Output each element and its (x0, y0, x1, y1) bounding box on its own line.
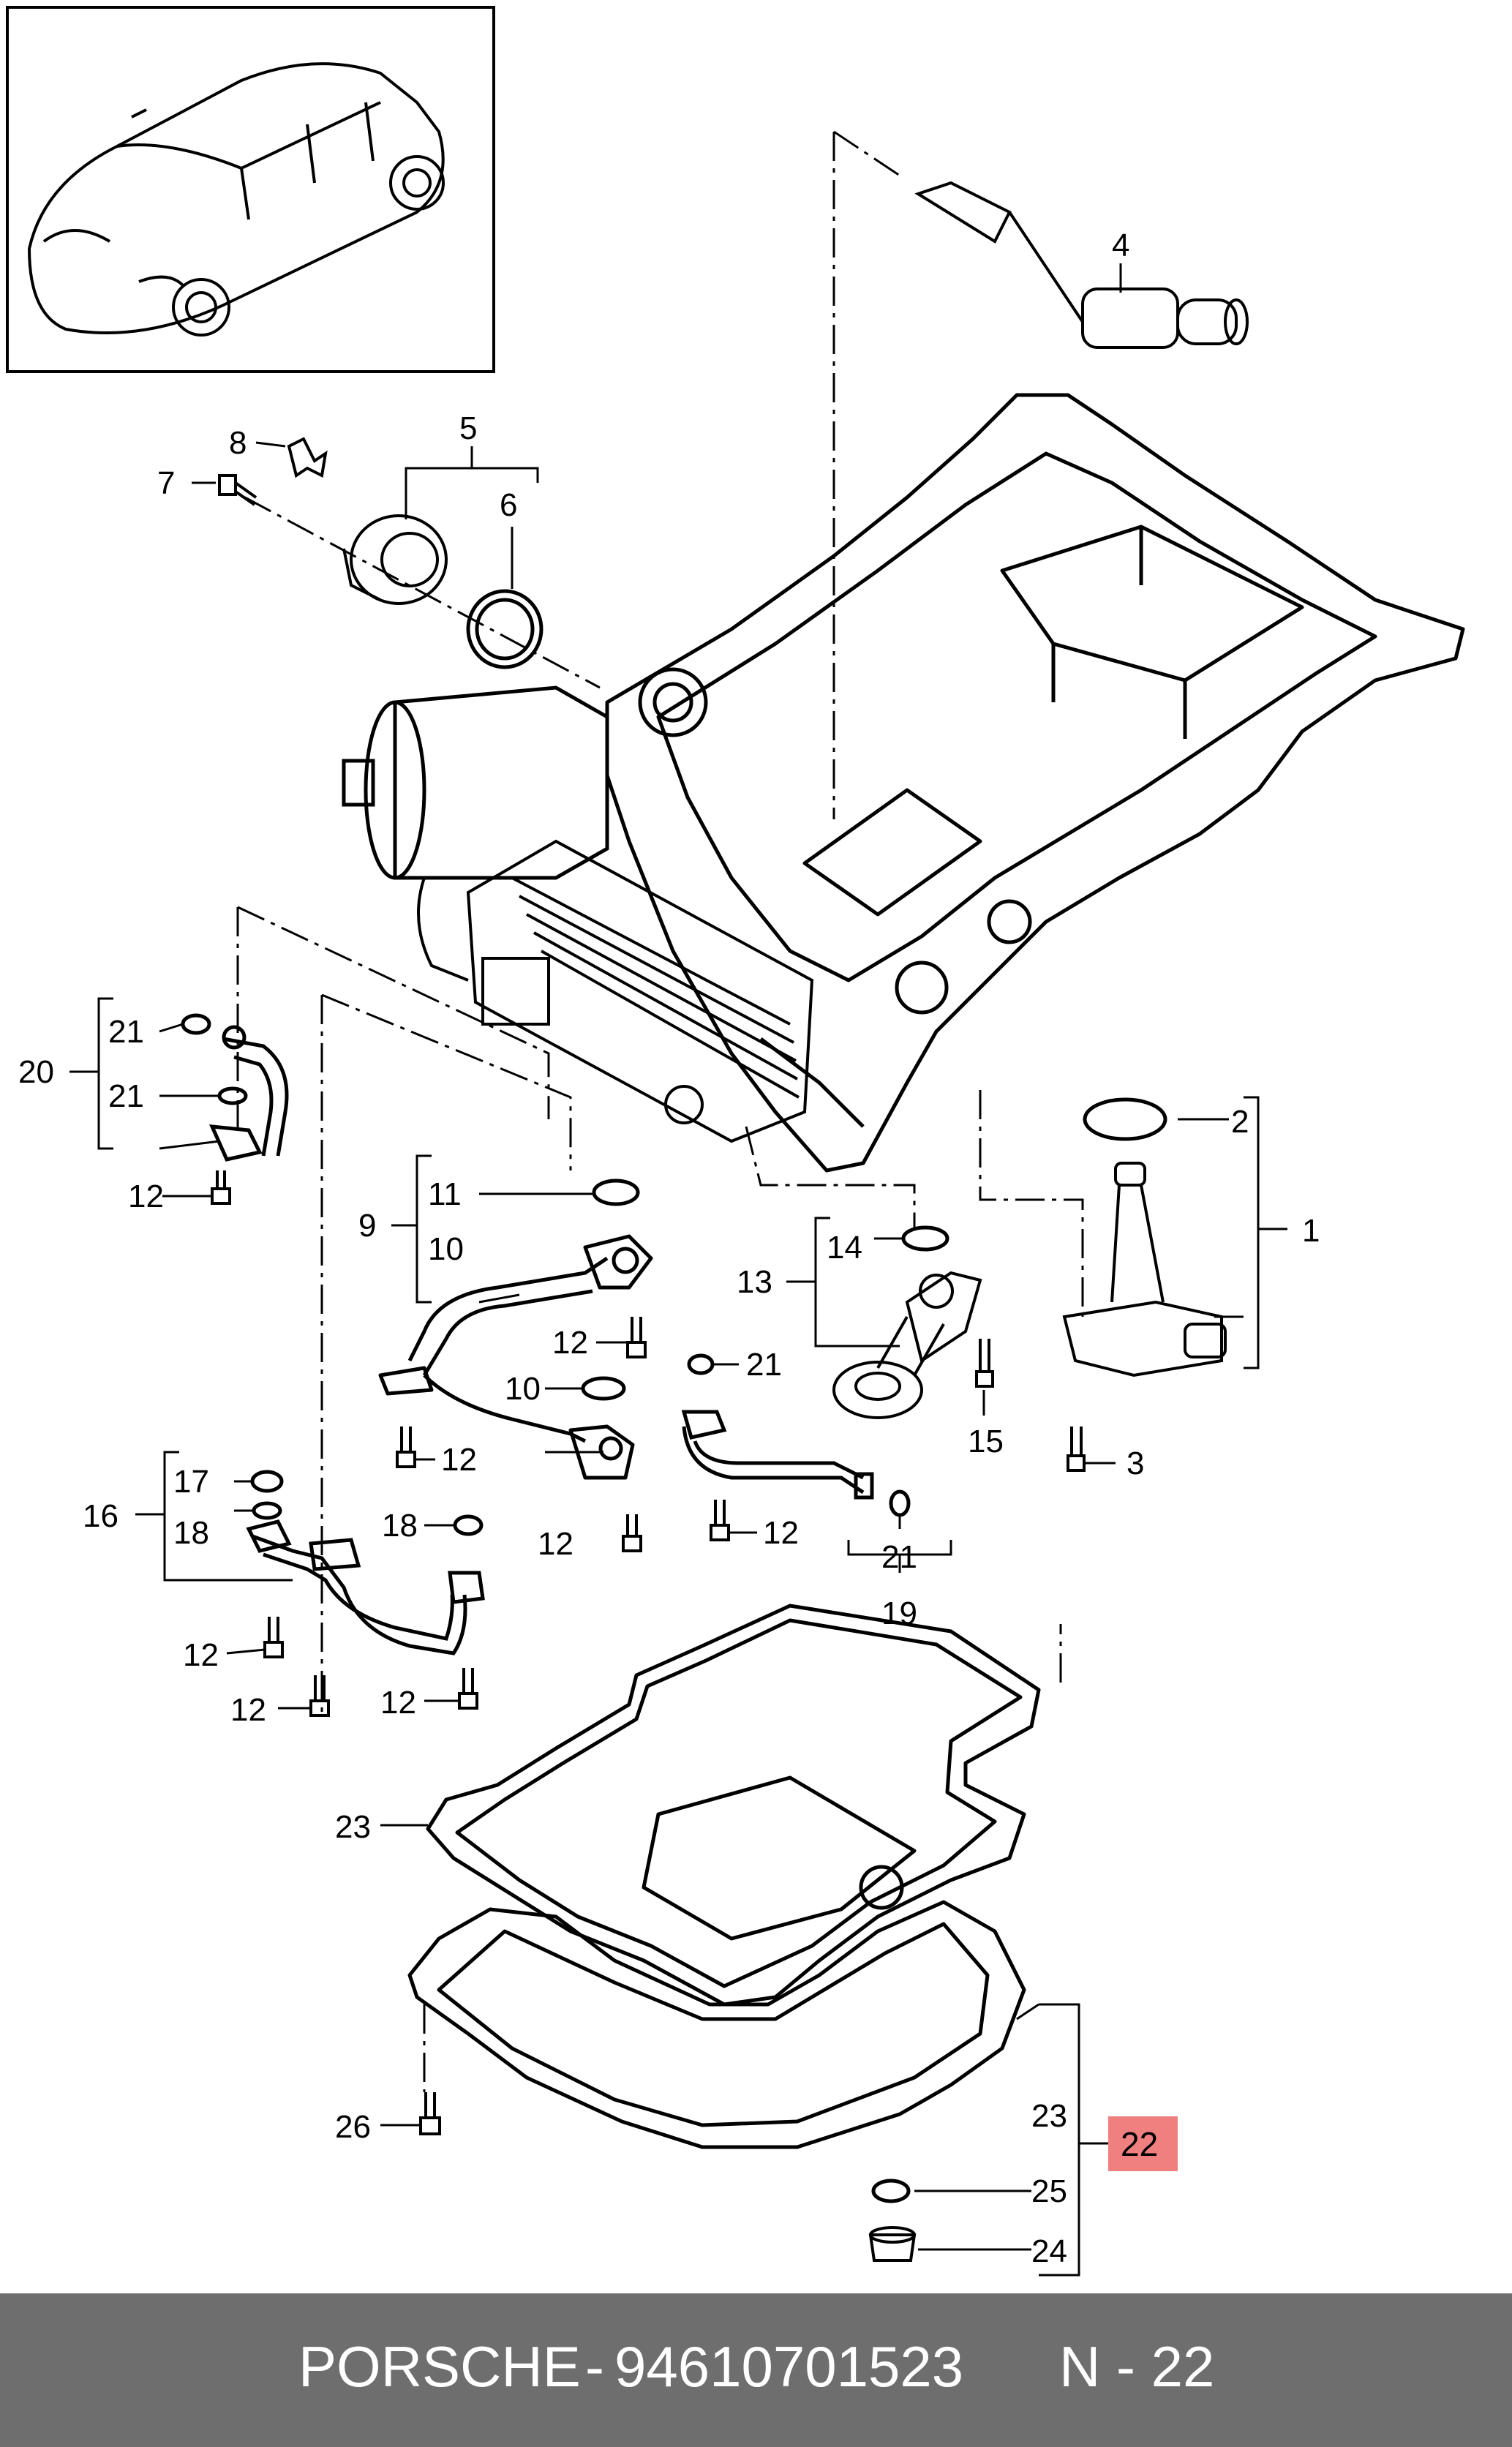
callout-4: 4 (1112, 228, 1129, 263)
part-25-seal (871, 2179, 911, 2203)
part-24-drain-plug (868, 2226, 917, 2262)
callout-9: 9 (358, 1208, 376, 1244)
part-21-o-ring-b (217, 1086, 248, 1105)
callout-21-c: 21 (746, 1347, 782, 1383)
part-18-o-ring-a (252, 1501, 282, 1520)
part-21-o-ring-c (687, 1353, 715, 1375)
callout-26: 26 (335, 2109, 371, 2145)
callout-12-c: 12 (441, 1442, 477, 1478)
callout-10-b: 10 (505, 1371, 541, 1407)
part-23-gasket (426, 1604, 1041, 2007)
callout-8: 8 (229, 425, 247, 461)
callout-21-a: 21 (108, 1014, 144, 1050)
callout-10-a: 10 (428, 1231, 464, 1267)
callout-5: 5 (459, 410, 477, 446)
caption-separator: - (585, 2334, 604, 2399)
part-21-o-ring-a (181, 1013, 211, 1035)
callout-11: 11 (428, 1176, 462, 1212)
part-number: 94610701523 (614, 2334, 964, 2399)
part-11-o-ring (592, 1179, 640, 1206)
callout-2: 2 (1231, 1104, 1249, 1140)
oil-pan-upper-housing (605, 393, 1465, 1173)
callout-18-a: 18 (173, 1515, 209, 1551)
callout-1: 1 (1302, 1213, 1320, 1249)
part-15-bolt (975, 1339, 994, 1388)
callout-24: 24 (1031, 2233, 1067, 2269)
oil-filter-housing (342, 667, 708, 880)
callout-17: 17 (173, 1464, 209, 1500)
part-17-o-ring (250, 1470, 284, 1493)
callout-12-f: 12 (183, 1637, 219, 1673)
oil-cooler (417, 839, 814, 1143)
part-19-oil-pipe (681, 1410, 874, 1500)
part-20-oil-pipe (208, 1025, 289, 1162)
callout-14: 14 (827, 1230, 862, 1266)
part-caption-bar: PORSCHE - 94610701523 N - 22 (0, 2293, 1512, 2447)
part-21-o-ring-d (889, 1489, 911, 1517)
part-4-solenoid-valve (914, 181, 1249, 349)
diagram-reference: N - 22 (1059, 2334, 1215, 2399)
part-1-oil-level-sensor (1062, 1162, 1227, 1377)
part-5-filter-cover (342, 514, 448, 605)
part-16-oil-pipe (246, 1519, 485, 1655)
callout-18-b: 18 (382, 1508, 418, 1544)
callout-20: 20 (18, 1054, 54, 1090)
part-22-lower-oil-pan (407, 1775, 1026, 2149)
callout-7: 7 (157, 465, 175, 501)
brand-name: PORSCHE (298, 2334, 581, 2399)
highlight-box (1108, 2116, 1178, 2171)
part-18-o-ring-b (453, 1514, 484, 1536)
callout-12-b: 12 (552, 1325, 588, 1361)
part-10-o-ring (581, 1376, 626, 1401)
highlighted-callout-22: 22 (1108, 2116, 1178, 2171)
callout-25: 25 (1031, 2173, 1067, 2209)
callout-12-d: 12 (763, 1515, 799, 1551)
part-3-bolt (1067, 1427, 1086, 1472)
callout-12-e: 12 (538, 1526, 573, 1562)
callout-6: 6 (500, 487, 517, 523)
vehicle-thumbnail (6, 6, 495, 373)
callout-leader-lines (69, 263, 1287, 2277)
callout-12-a: 12 (128, 1179, 164, 1214)
part-7-bolt (218, 474, 257, 506)
callout-3: 3 (1127, 1446, 1144, 1481)
part-14-o-ring (901, 1225, 949, 1252)
callout-labels: 4 5 6 7 8 20 21 21 12 9 11 10 12 10 12 1… (18, 228, 1320, 2269)
callout-19: 19 (881, 1595, 917, 1631)
callout-23-a: 23 (335, 1809, 371, 1845)
callout-21-d: 21 (881, 1539, 917, 1575)
callout-21-b: 21 (108, 1078, 144, 1114)
part-2-o-ring (1083, 1097, 1167, 1141)
part-26-bolt (419, 2092, 441, 2135)
callout-16: 16 (83, 1498, 119, 1534)
callout-12-g: 12 (230, 1692, 266, 1728)
assembly-leader-lines (236, 130, 1084, 2092)
part-8-clip (287, 437, 328, 478)
callout-22: 22 (1121, 2125, 1158, 2163)
callout-12-h: 12 (380, 1685, 416, 1721)
part-9-oil-pipe (378, 1234, 653, 1480)
callout-13: 13 (737, 1264, 772, 1300)
part-6-o-ring (466, 589, 544, 669)
callout-23-b: 23 (1031, 2098, 1067, 2134)
part-13-oil-pickup (832, 1271, 982, 1419)
callout-15: 15 (968, 1424, 1004, 1459)
